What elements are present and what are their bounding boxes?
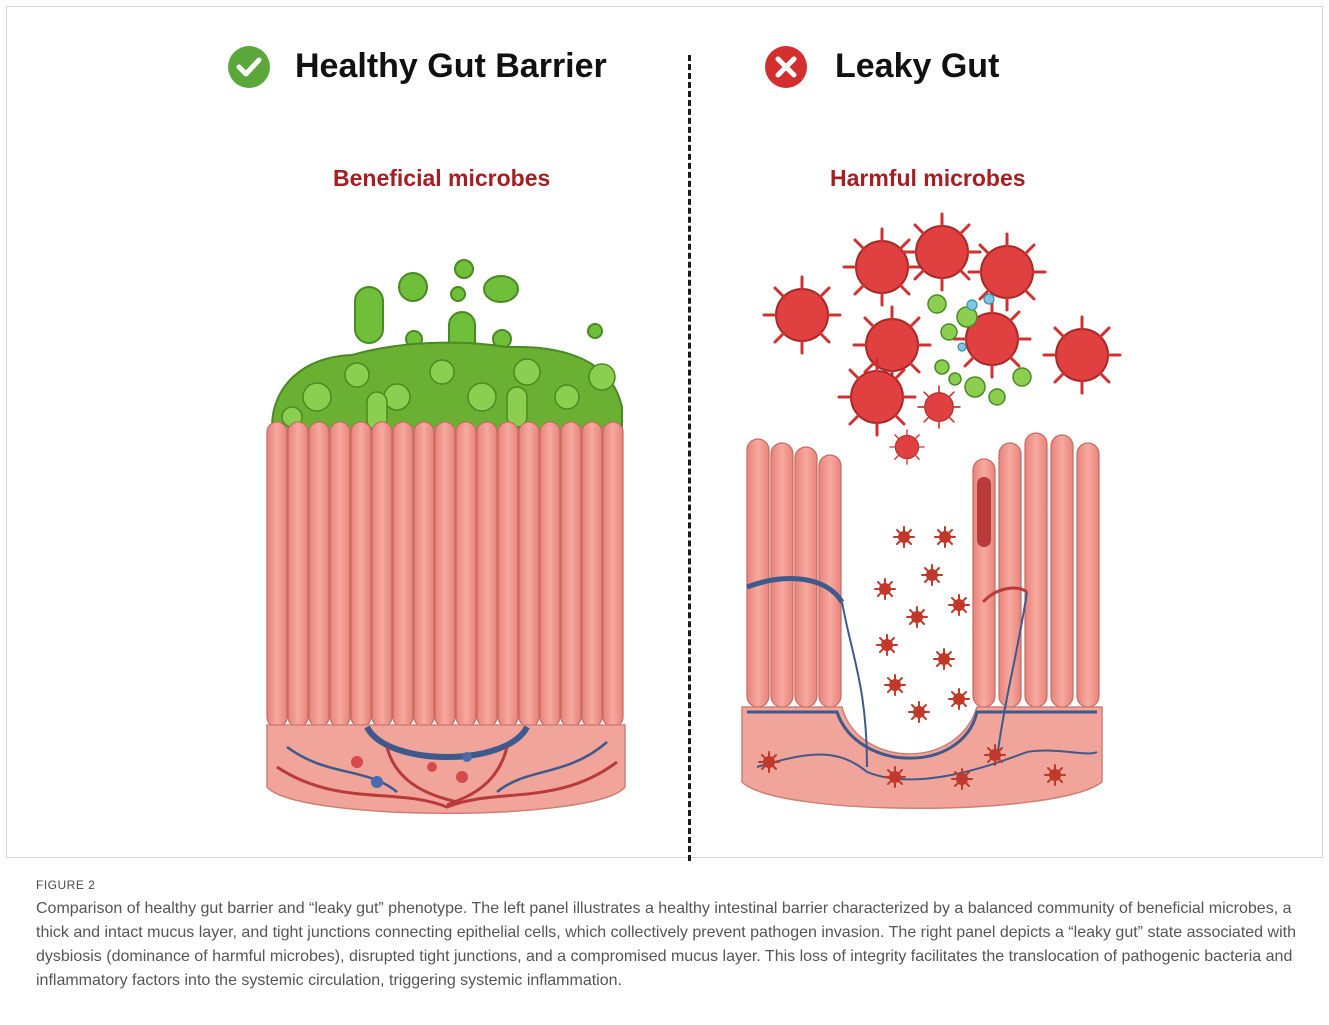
figure-caption: Comparison of healthy gut barrier and “l… — [36, 897, 1298, 993]
figure-label: FIGURE 2 — [36, 878, 95, 892]
healthy-gut-title: Healthy Gut Barrier — [295, 47, 607, 86]
x-circle-icon — [764, 45, 808, 89]
harmful-microbes-label: Harmful microbes — [830, 165, 1026, 192]
leaky-gut-illustration — [727, 207, 1127, 827]
leaky-gut-title: Leaky Gut — [835, 47, 999, 86]
beneficial-microbes-label: Beneficial microbes — [333, 165, 550, 192]
panel-divider — [688, 55, 691, 861]
figure-panel: Healthy Gut Barrier Leaky Gut Beneficial… — [6, 6, 1323, 858]
healthy-barrier-illustration — [257, 247, 637, 837]
check-circle-icon — [227, 45, 271, 89]
